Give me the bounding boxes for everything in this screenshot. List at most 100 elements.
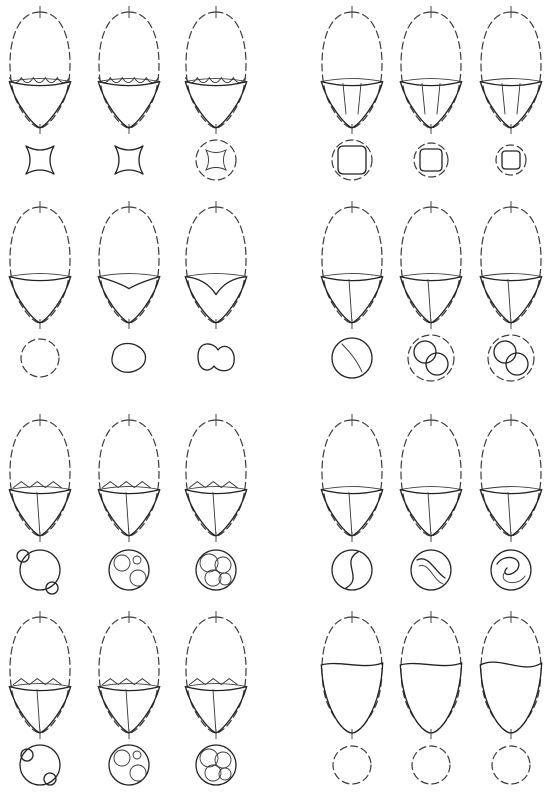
drop-top-right-1-outline (322, 12, 382, 128)
drop-bottom-right-3-outline (481, 617, 541, 733)
section-top-right-1-shape (338, 146, 366, 174)
drop-third-left-3-outline (186, 420, 246, 536)
panel-bottom-left-stage-1 (9, 611, 70, 785)
panel-top-left-stage-1 (9, 6, 70, 174)
section-second-right-1-divider (342, 344, 362, 372)
panel-bottom-right-stage-3 (480, 611, 541, 784)
drop-bottom-left-3-cup (185, 687, 246, 733)
drop-second-right-3-seam (508, 280, 511, 323)
panel-bottom-right (321, 611, 541, 784)
drop-top-right-2-rim (400, 82, 461, 86)
drop-third-left-2-outline (99, 420, 159, 536)
section-second-left-3-shape (198, 344, 234, 371)
drop-third-right-3-seam (508, 493, 511, 536)
drop-bottom-right-1-surface (321, 663, 382, 666)
drop-third-left-3-rim-back (185, 487, 246, 490)
drop-second-left-1-rim-back (9, 274, 70, 277)
drop-second-left-3-rim (185, 277, 246, 295)
drop-third-right-2-rim (400, 490, 461, 494)
drop-bottom-left-2-seam (126, 690, 129, 733)
section-third-left-2-lobe-b (130, 570, 146, 586)
panel-bottom-right-stage-1 (321, 611, 382, 784)
section-bottom-left-3-lobe-c (205, 765, 221, 781)
panel-top-left (9, 6, 246, 180)
panel-third-left-stage-3 (185, 414, 246, 590)
drop-bottom-right-1-lower (321, 663, 382, 733)
drop-third-left-3-rim (185, 490, 246, 494)
drop-second-left-2-rim-back (98, 274, 159, 277)
drop-third-left-3-seam (213, 493, 216, 536)
drop-second-left-1-outline (10, 207, 70, 323)
section-third-right-1-s-curve (346, 552, 358, 588)
section-third-right-2-s-curve-b (419, 565, 443, 584)
section-second-right-2-lobe-a (414, 341, 436, 363)
drop-third-right-3-cup (480, 490, 541, 536)
section-top-left-3-ring (196, 140, 236, 180)
drop-top-right-2-outline (401, 12, 461, 128)
drop-bottom-left-1-cup (9, 687, 70, 733)
panel-second-right-stage-3 (480, 201, 541, 381)
panel-top-right (321, 6, 541, 180)
drop-second-right-3-outline (481, 207, 541, 323)
drop-third-left-1-rim-back (9, 487, 70, 490)
drop-bottom-right-3-lower (480, 663, 541, 733)
drop-second-right-3-cup (480, 277, 541, 323)
drop-third-left-1-outline (10, 420, 70, 536)
section-top-left-2-shape (115, 146, 143, 174)
drop-second-left-2-cup (98, 277, 159, 323)
drop-top-right-1-tongue (343, 84, 361, 114)
drop-second-right-1-cup (321, 277, 382, 323)
section-bottom-left-3-ring (196, 745, 236, 785)
section-second-right-2-ring (408, 335, 454, 381)
panel-bottom-left (9, 611, 246, 785)
section-third-right-3-ring (491, 550, 531, 590)
drop-third-right-2-rim-back (400, 487, 461, 490)
section-third-left-1-ring (20, 550, 60, 590)
section-top-left-3-shape (206, 150, 226, 170)
section-top-left-1-shape (26, 146, 54, 174)
drop-third-right-3-rim (480, 490, 541, 494)
drop-second-right-2-cup (400, 277, 461, 323)
drop-top-left-3-cup (185, 82, 246, 128)
drop-third-left-2-seam (126, 493, 129, 536)
section-top-right-3-shape (502, 151, 520, 169)
section-third-left-2-lobe-c (133, 556, 141, 564)
drop-second-right-1-rim (321, 277, 382, 281)
section-top-right-2-ring (414, 143, 448, 177)
drop-third-right-1-cup (321, 490, 382, 536)
panel-top-right-stage-1 (321, 6, 382, 180)
drop-bottom-left-1-outline (10, 617, 70, 733)
panel-second-right (321, 201, 541, 381)
drop-bottom-right-2-lower (400, 663, 461, 733)
section-bottom-right-2-ring (412, 746, 450, 784)
section-top-right-3-ring (496, 145, 526, 175)
drop-bottom-left-3-outline (186, 617, 246, 733)
drop-second-left-3-rim-back (185, 274, 246, 277)
drop-third-left-2-cup (98, 490, 159, 536)
drop-third-right-1-outline (322, 420, 382, 536)
drop-bottom-right-1-outline (322, 617, 382, 733)
section-bottom-left-2-lobe-a (114, 750, 130, 766)
section-second-right-3-lobe-a (494, 341, 516, 363)
drop-second-right-2-seam (428, 280, 431, 323)
section-bottom-left-2-lobe-b (130, 765, 146, 781)
section-bottom-left-2-lobe-c (133, 751, 141, 759)
drop-top-right-3-outline (481, 12, 541, 128)
panel-second-left-stage-1 (9, 201, 70, 377)
section-bottom-left-1-ring (20, 745, 60, 785)
drop-second-left-2-outline (99, 207, 159, 323)
panel-top-left-stage-3 (185, 6, 246, 180)
section-third-right-3-spiral-a (497, 557, 519, 574)
drop-third-right-2-cup (400, 490, 461, 536)
section-second-right-1-ring (332, 338, 372, 378)
drop-second-right-2-rim-back (400, 274, 461, 277)
drop-second-left-3-outline (186, 207, 246, 323)
drop-third-right-1-rim (321, 490, 382, 494)
drop-third-left-2-rim (98, 490, 159, 494)
drop-bottom-left-1-rim-back (9, 684, 70, 687)
panel-third-left (9, 414, 246, 594)
drop-third-left-3-cup (185, 490, 246, 536)
section-second-left-2-shape (112, 344, 146, 373)
panel-bottom-left-stage-3 (185, 611, 246, 785)
drop-third-right-1-rim-back (321, 487, 382, 490)
